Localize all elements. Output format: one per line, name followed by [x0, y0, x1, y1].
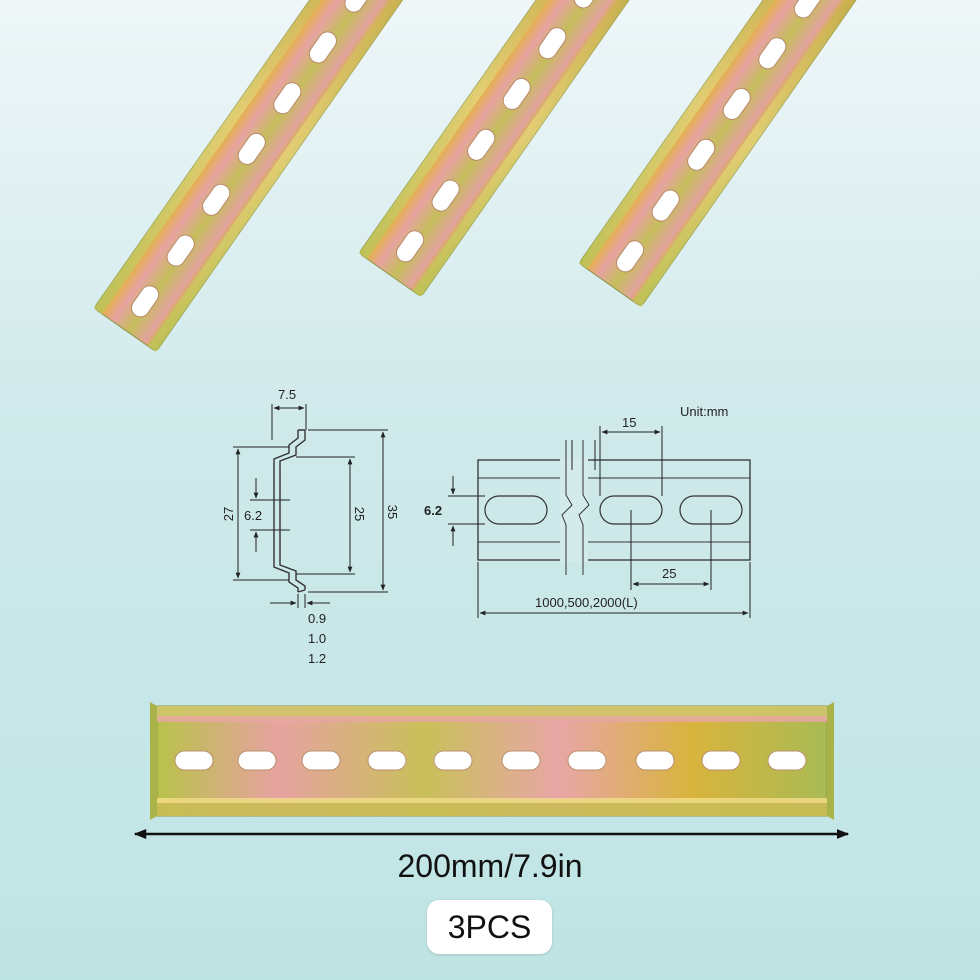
quantity-badge: 3PCS: [427, 900, 552, 954]
length-label: 200mm/7.9in: [397, 848, 583, 884]
front-slot-4: [367, 750, 407, 771]
front-slot-5: [433, 750, 473, 771]
dim-thickness-3: 1.2: [308, 651, 326, 666]
side-view-drawing: [448, 426, 751, 618]
dim-top-flange: 7.5: [278, 387, 296, 402]
dim-inner-height: 27: [221, 507, 236, 521]
front-slot-9: [701, 750, 741, 771]
front-slot-6: [501, 750, 541, 771]
dim-total-height: 35: [385, 505, 400, 519]
front-slot-8: [635, 750, 675, 771]
dim-rail-lengths: 1000,500,2000(L): [535, 595, 638, 610]
profile-drawing: [233, 404, 388, 608]
front-slot-3: [301, 750, 341, 771]
quantity-label: 3PCS: [447, 908, 532, 945]
rail-angled-right: [578, 0, 871, 307]
dim-slot-pitch: 25: [662, 566, 676, 581]
profile-outline: [273, 430, 306, 592]
dim-slot-length: 15: [622, 415, 636, 430]
dim-slot-height: 6.2: [424, 503, 442, 518]
dim-thickness-1: 0.9: [308, 611, 326, 626]
front-slot-2: [237, 750, 277, 771]
rail-angled-middle: [358, 0, 651, 297]
unit-label: Unit:mm: [680, 404, 728, 419]
dim-web-height: 25: [352, 507, 367, 521]
rail-angled-left: [93, 0, 432, 352]
side-slot-1: [484, 495, 548, 525]
front-slot-10: [767, 750, 807, 771]
front-slot-1: [174, 750, 214, 771]
dim-thickness-2: 1.0: [308, 631, 326, 646]
dim-profile-slot: 6.2: [244, 508, 262, 523]
side-view-rail: [477, 459, 751, 561]
front-slot-7: [567, 750, 607, 771]
rail-front-view: [150, 702, 834, 820]
